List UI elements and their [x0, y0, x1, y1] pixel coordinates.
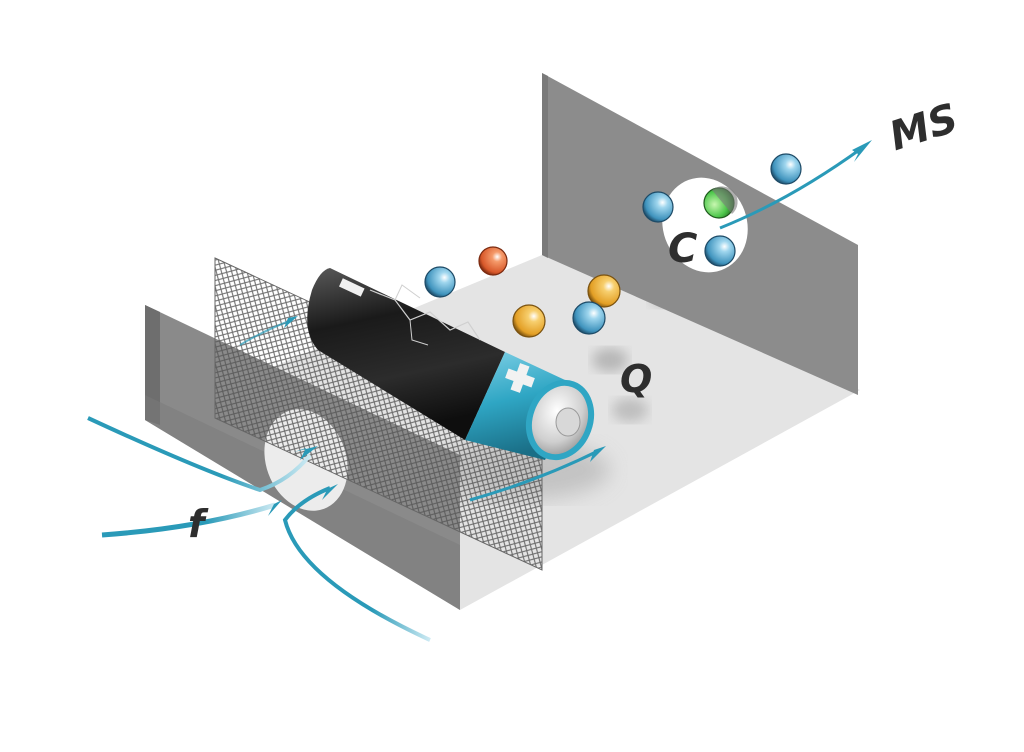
particle-yellow — [587, 274, 621, 308]
mesh-filter — [215, 258, 542, 570]
feed-label: f — [188, 502, 209, 546]
particles — [424, 153, 802, 338]
particle-blue — [424, 266, 456, 298]
particle-orange — [478, 246, 508, 276]
chamber-label: Q — [620, 357, 652, 401]
particle-blue — [642, 191, 674, 223]
particle-blue — [704, 235, 736, 267]
particle-blue — [572, 301, 606, 335]
particle-yellow — [512, 304, 546, 338]
battery-body — [307, 268, 505, 440]
ms-flow-arrow — [719, 140, 872, 230]
feed-flow-arrows — [87, 316, 606, 642]
battery — [307, 268, 595, 461]
positive-sign-icon — [505, 363, 535, 393]
particle-blue — [770, 153, 802, 185]
detector-label: MS — [884, 95, 963, 160]
outlet-label: C — [668, 226, 697, 272]
negative-sign-icon — [339, 278, 365, 297]
